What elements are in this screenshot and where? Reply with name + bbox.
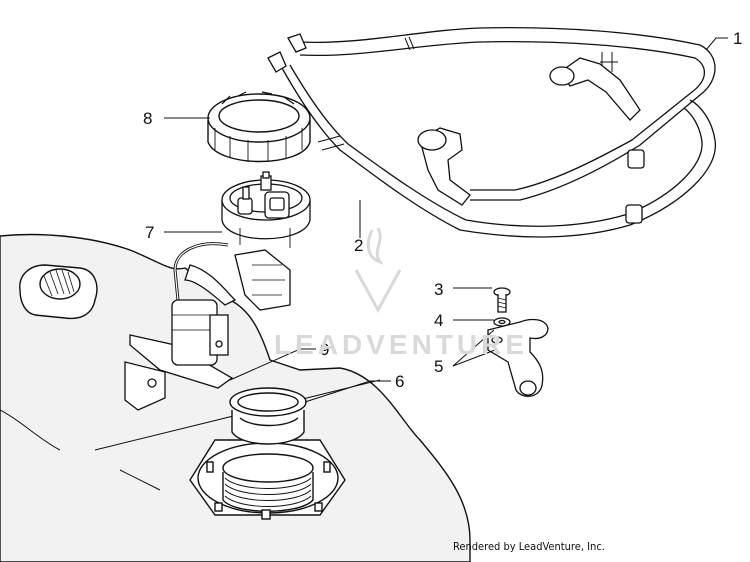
footer-credit: Rendered by LeadVenture, Inc. (453, 540, 605, 553)
lock-ring (207, 91, 311, 163)
tank-mounting-flange (189, 439, 346, 520)
fuel-hose-2 (281, 64, 716, 238)
callout-6: 6 (395, 372, 404, 391)
watermark-text: LEADVENTURE (274, 329, 529, 360)
callout-3: 3 (434, 280, 443, 299)
watermark-logo (354, 227, 402, 314)
callout-4: 4 (434, 311, 443, 330)
callout-5: 5 (434, 357, 443, 376)
fuel-hose-1 (299, 26, 716, 201)
callout-8: 8 (143, 109, 152, 128)
tank-filler-neck (19, 264, 98, 320)
leader-lines (164, 37, 728, 403)
callout-2: 2 (354, 236, 363, 255)
callout-1: 1 (733, 29, 742, 48)
fuel-pump-assembly (171, 171, 311, 366)
callout-9: 9 (320, 340, 329, 359)
callout-7: 7 (145, 223, 154, 242)
hose-fittings (267, 33, 645, 224)
seal-ring (229, 387, 307, 445)
clamp-hardware (487, 287, 549, 397)
